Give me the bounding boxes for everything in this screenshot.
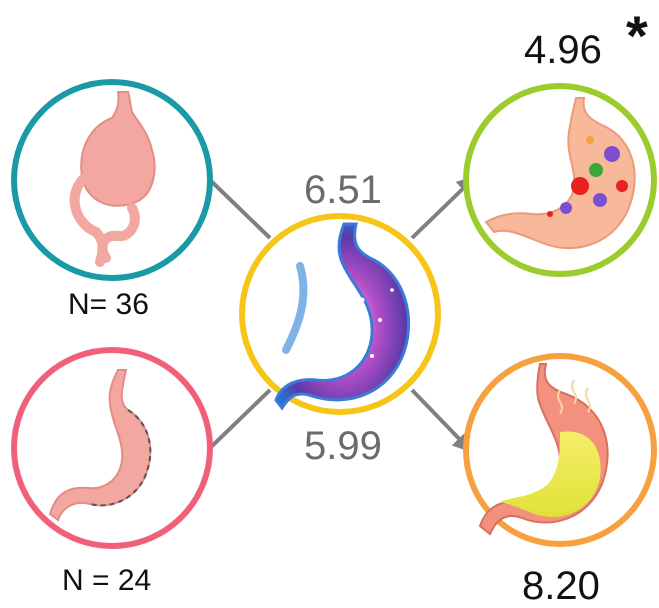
input-bottom-count-label: N = 24 [62, 564, 152, 597]
lower-edge-value: 5.99 [304, 424, 382, 468]
stomach-gears-icon [484, 97, 636, 250]
stomach-bypass-icon [69, 91, 156, 267]
stomach-sleeve-icon [48, 369, 152, 522]
input-top-count-label: N= 36 [68, 288, 149, 321]
output-bottom-node [463, 353, 657, 547]
significance-asterisk: * [626, 4, 648, 67]
output-top-node [463, 83, 657, 277]
stomach-glowing-icon [274, 222, 411, 411]
stomach-acid-icon [478, 363, 609, 536]
arrow-to-bottom-output [410, 388, 473, 453]
input-bottom-ring [11, 347, 213, 549]
input-top-node [11, 79, 213, 281]
connector-bottom-input [208, 388, 272, 450]
output-top-value: 4.96 [524, 28, 602, 72]
center-node [239, 213, 441, 415]
output-bottom-value: 8.20 [522, 564, 600, 608]
upper-edge-value: 6.51 [304, 168, 382, 212]
input-bottom-node [11, 347, 213, 549]
connector-top-input [208, 178, 272, 240]
